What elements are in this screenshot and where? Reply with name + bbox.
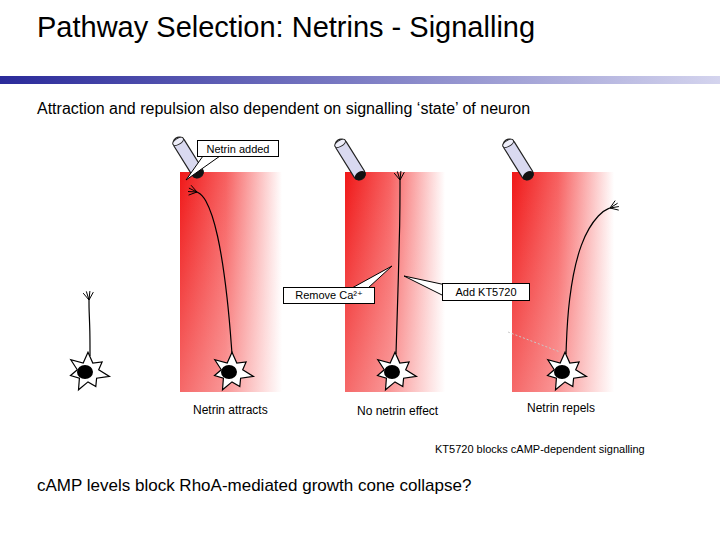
cell-body bbox=[215, 352, 254, 390]
nucleus bbox=[77, 365, 93, 379]
filopodium bbox=[397, 171, 400, 180]
pipette-end bbox=[171, 136, 184, 147]
filopodium bbox=[191, 185, 197, 192]
gradient-fade bbox=[512, 172, 614, 392]
axon bbox=[89, 300, 90, 356]
filopodium bbox=[610, 207, 619, 208]
axon bbox=[396, 180, 400, 354]
cell-body bbox=[548, 352, 587, 390]
callout-box: Remove Ca²⁺ bbox=[283, 287, 375, 304]
result-label: Netrin attracts bbox=[193, 404, 268, 417]
pipette bbox=[333, 137, 368, 182]
callout-tail bbox=[404, 276, 446, 297]
pipette-end bbox=[501, 138, 514, 149]
filopodium bbox=[610, 208, 619, 210]
neuron bbox=[378, 171, 417, 390]
callout-tail bbox=[352, 266, 392, 288]
filopodium bbox=[189, 192, 197, 195]
callout-text: Remove Ca²⁺ bbox=[295, 289, 363, 302]
gradients bbox=[180, 172, 614, 392]
callout-tail bbox=[186, 156, 220, 180]
neurons bbox=[71, 171, 619, 390]
callout-tails bbox=[186, 156, 446, 297]
leader-line bbox=[508, 332, 560, 352]
gradient-fade bbox=[180, 172, 282, 392]
cell-body bbox=[378, 352, 417, 390]
result-label: Netrin repels bbox=[527, 402, 595, 415]
nucleus bbox=[384, 365, 400, 379]
callout-box: Add KT5720 bbox=[442, 283, 530, 301]
filopodium bbox=[89, 292, 93, 300]
pipette-body bbox=[501, 137, 536, 182]
pipette-end bbox=[333, 138, 346, 149]
callout-text: Netrin added bbox=[207, 143, 270, 155]
slide-caption: cAMP levels block RhoA-mediated growth c… bbox=[37, 477, 471, 496]
pipette-body bbox=[333, 137, 368, 182]
callout-box: Netrin added bbox=[197, 140, 279, 157]
cell-body bbox=[71, 352, 110, 390]
title-rule bbox=[0, 76, 720, 84]
note: KT5720 blocks cAMP-dependent signalling bbox=[435, 443, 645, 455]
neuron bbox=[188, 185, 253, 390]
filopodium bbox=[86, 291, 89, 300]
axon bbox=[197, 192, 232, 354]
gradient-fade bbox=[345, 172, 445, 392]
pipette-tip bbox=[521, 169, 535, 182]
pipette bbox=[501, 137, 536, 182]
subtitle: Attraction and repulsion also dependent … bbox=[37, 100, 530, 118]
nucleus bbox=[554, 365, 570, 379]
netrin-gradient bbox=[180, 172, 282, 392]
slide-title: Pathway Selection: Netrins - Signalling bbox=[37, 12, 535, 44]
filopodium bbox=[400, 172, 404, 180]
pipette-tip bbox=[353, 169, 367, 182]
axon bbox=[566, 208, 610, 354]
neuron bbox=[71, 291, 110, 390]
netrin-gradient bbox=[345, 172, 445, 392]
result-label: No netrin effect bbox=[357, 405, 438, 418]
pipettes bbox=[171, 135, 536, 182]
nucleus bbox=[221, 365, 237, 379]
neuron bbox=[548, 201, 619, 390]
netrin-gradient bbox=[512, 172, 614, 392]
callout-text: Add KT5720 bbox=[455, 286, 516, 298]
